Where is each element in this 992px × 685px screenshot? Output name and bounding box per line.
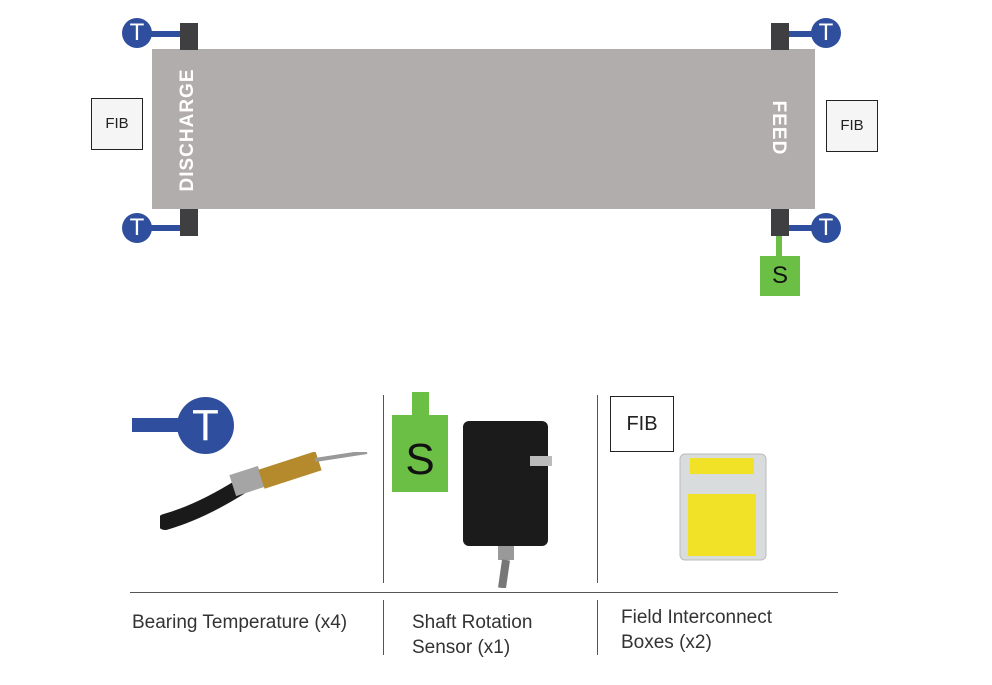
- temperature-sensor-icon: T: [122, 213, 152, 243]
- divider: [383, 395, 384, 583]
- legend-shaft-sensor-icon: S: [392, 415, 448, 492]
- divider: [597, 600, 598, 655]
- bearing-block: [180, 23, 198, 50]
- feed-label: FEED: [768, 100, 789, 156]
- temp-sensor-wire: [789, 225, 824, 231]
- fib-box-feed: FIB: [826, 100, 878, 152]
- shaft-sensor-icon: S: [760, 256, 800, 296]
- caption-line: Shaft Rotation: [412, 612, 533, 633]
- caption-line: Boxes (x2): [621, 632, 712, 653]
- divider: [383, 600, 384, 655]
- caption-line: Field Interconnect: [621, 607, 773, 628]
- junction-box-photo: [679, 453, 767, 561]
- legend-fib-icon: FIB: [610, 396, 674, 452]
- temp-sensor-wire: [140, 225, 180, 231]
- shaft-sensor-stem: [776, 236, 782, 256]
- conveyor-belt: [152, 49, 815, 209]
- legend-temperature-icon: T: [177, 397, 234, 454]
- fib-box-discharge: FIB: [91, 98, 143, 150]
- temperature-sensor-icon: T: [122, 18, 152, 48]
- legend-rule: [130, 592, 838, 593]
- shaft-sensor-photo: [463, 421, 552, 588]
- caption-line: Sensor (x1): [412, 637, 511, 658]
- temperature-sensor-icon: T: [811, 213, 841, 243]
- temperature-sensor-icon: T: [811, 18, 841, 48]
- discharge-label: DISCHARGE: [177, 68, 198, 192]
- bearing-block: [180, 209, 198, 236]
- caption-bearing-temperature: Bearing Temperature (x4): [132, 612, 348, 633]
- divider: [597, 395, 598, 583]
- temp-sensor-wire: [140, 31, 180, 37]
- legend-sensor-stem: [412, 392, 429, 417]
- bearing-block: [771, 209, 789, 236]
- temp-sensor-wire: [789, 31, 824, 37]
- temperature-probe-photo: [160, 452, 368, 530]
- bearing-block: [771, 23, 789, 50]
